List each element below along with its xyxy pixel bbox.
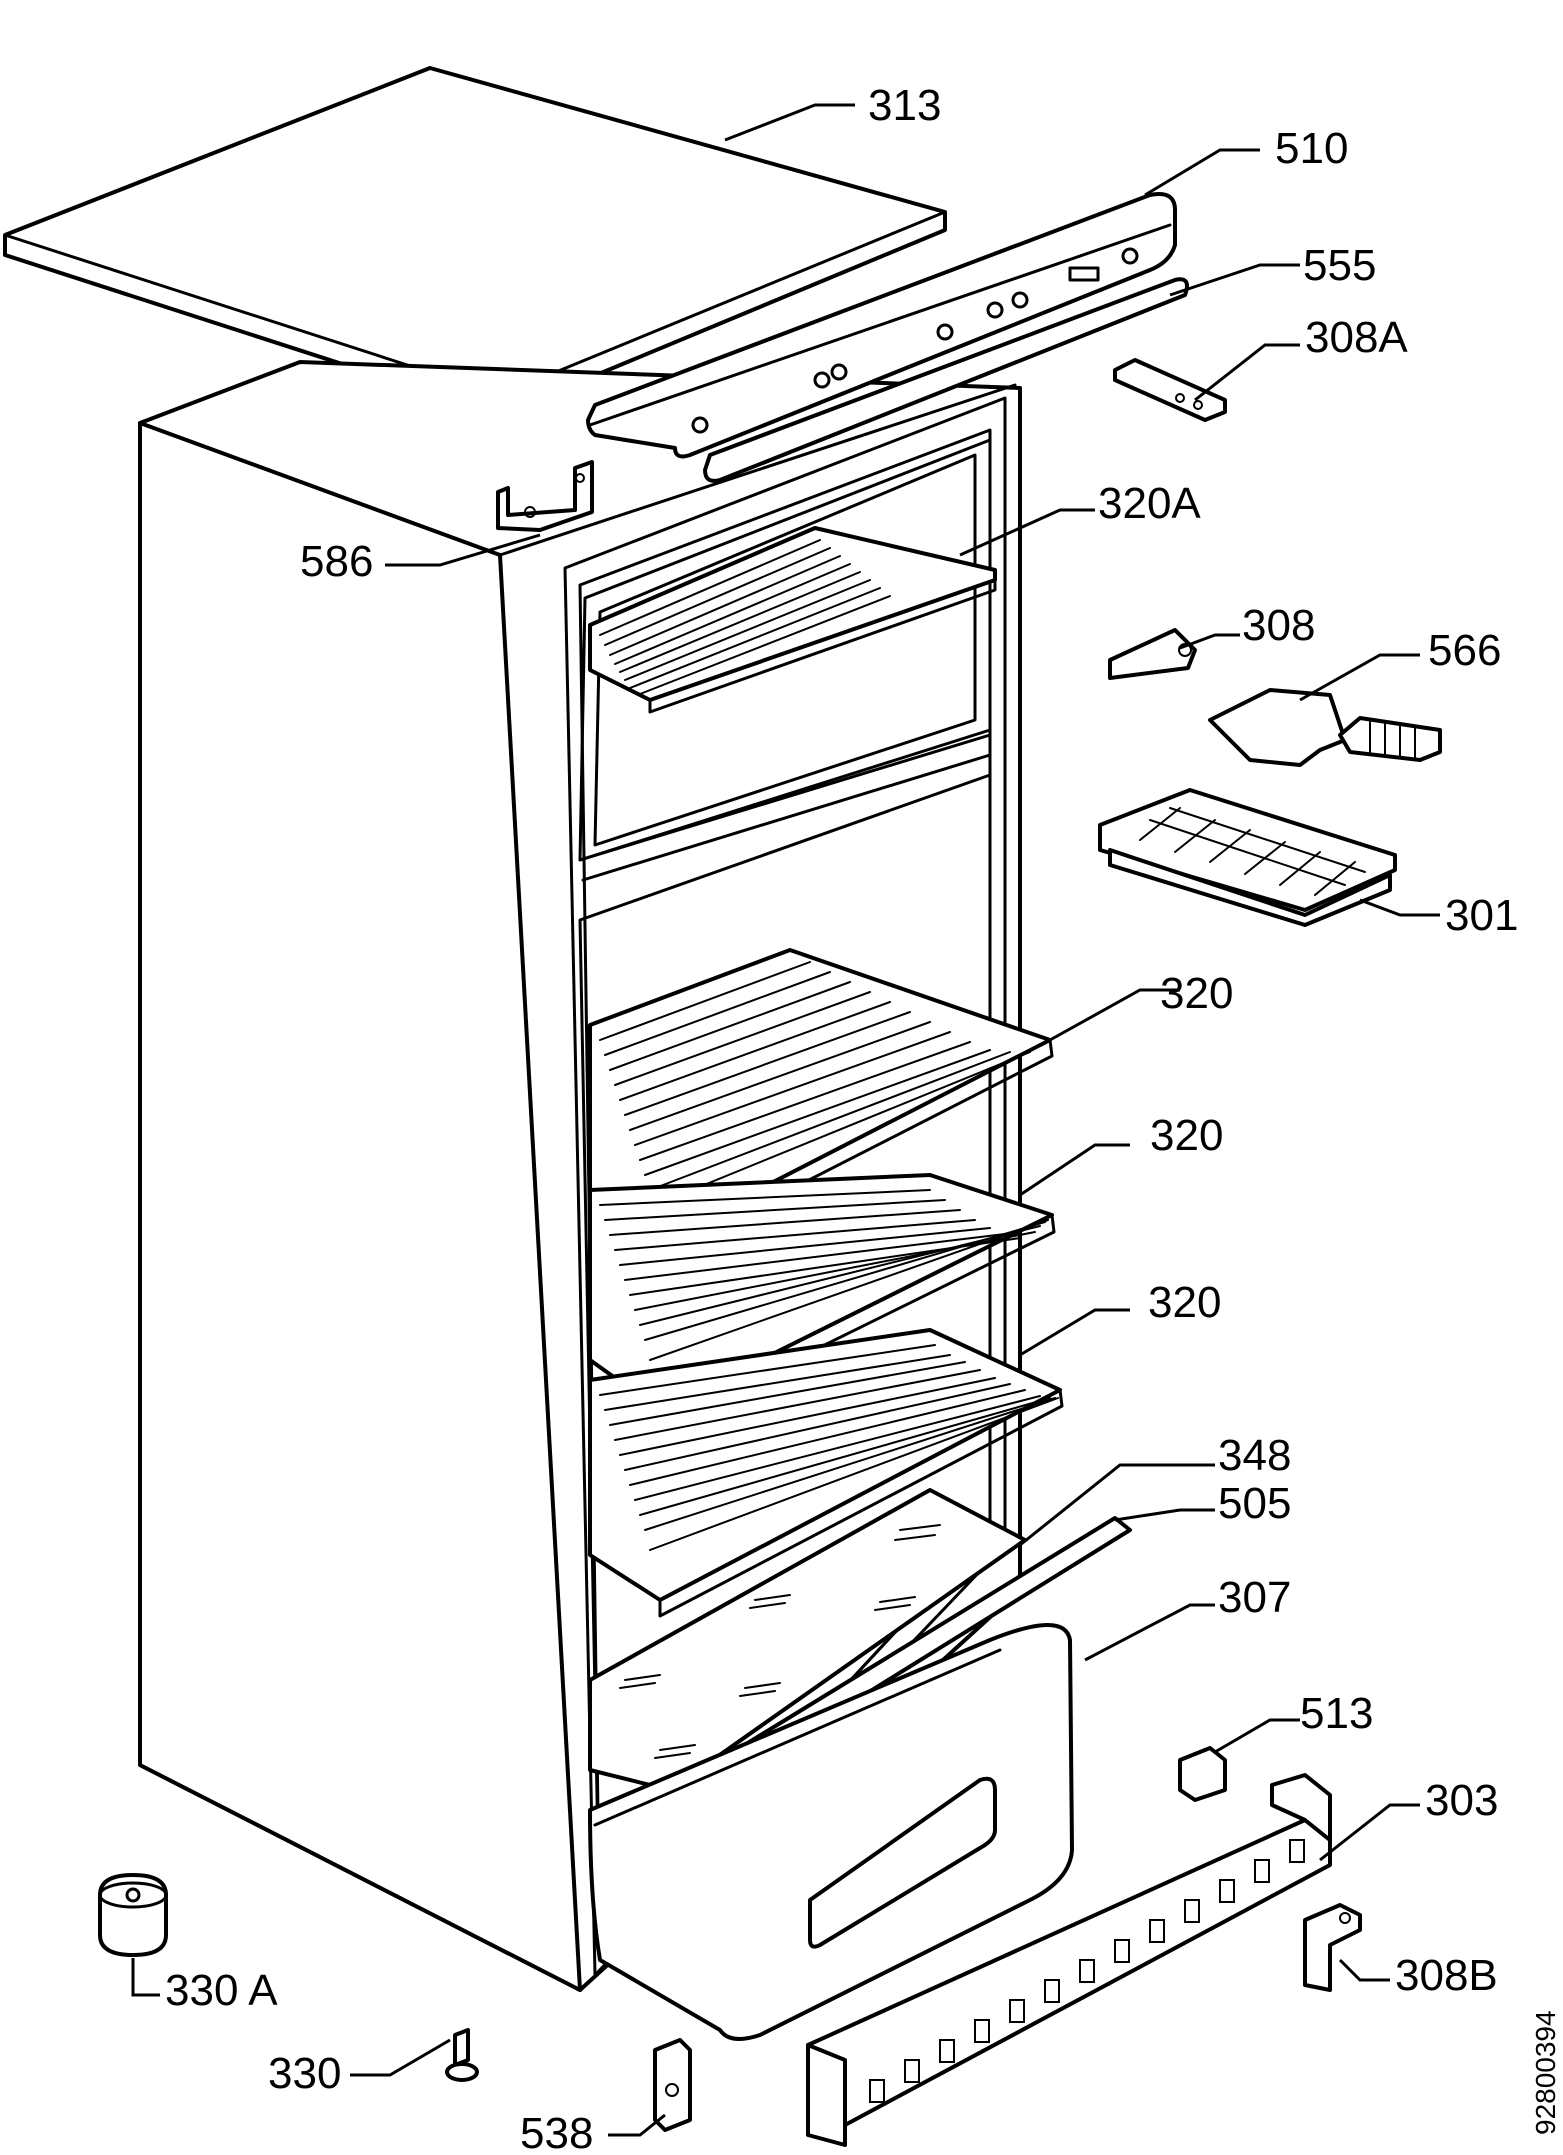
fridge-shelf-top xyxy=(588,948,1054,1258)
part-513 xyxy=(1178,1746,1227,1802)
crisper-glass-348 xyxy=(588,1488,1027,1792)
label-330a: 330 A xyxy=(165,1966,278,2015)
hinge-308 xyxy=(1108,628,1197,680)
crisper-drawer-307 xyxy=(588,1623,1074,2041)
trim-555 xyxy=(703,277,1189,483)
label-301: 301 xyxy=(1445,891,1518,940)
label-320-bottom: 320 xyxy=(1148,1278,1221,1327)
ice-scraper-566 xyxy=(1208,688,1442,767)
label-303: 303 xyxy=(1425,1776,1498,1825)
label-513: 513 xyxy=(1300,1689,1373,1738)
label-330: 330 xyxy=(268,2049,341,2098)
part-labels: 313 510 555 308A 586 320A 308 566 301 32… xyxy=(165,81,1561,2155)
label-308b: 308B xyxy=(1395,1951,1498,2000)
ice-tray-301 xyxy=(1098,788,1397,927)
plinth-303 xyxy=(806,1773,1332,2147)
screw-330 xyxy=(445,2028,479,2082)
label-313: 313 xyxy=(868,81,941,130)
label-307: 307 xyxy=(1218,1573,1291,1622)
label-348: 348 xyxy=(1218,1431,1291,1480)
label-538: 538 xyxy=(520,2109,593,2150)
hinge-308a xyxy=(1113,358,1227,422)
hinge-308b xyxy=(1303,1903,1362,1992)
bracket-538 xyxy=(653,2038,692,2132)
label-505: 505 xyxy=(1218,1479,1291,1528)
top-cover-313 xyxy=(3,66,947,417)
label-566: 566 xyxy=(1428,626,1501,675)
label-510: 510 xyxy=(1275,124,1348,173)
label-586: 586 xyxy=(300,537,373,586)
foot-330a xyxy=(98,1873,168,1957)
label-320a: 320A xyxy=(1098,479,1201,528)
freezer-shelf-320a xyxy=(588,526,997,714)
label-308a: 308A xyxy=(1305,313,1408,362)
control-panel-510 xyxy=(586,192,1177,459)
label-308: 308 xyxy=(1242,601,1315,650)
freezer-compartment xyxy=(578,438,992,882)
fridge-shelf-bottom xyxy=(588,1328,1064,1618)
bracket-586 xyxy=(496,460,594,532)
label-555: 555 xyxy=(1303,241,1376,290)
figure-code: 92800394 xyxy=(1530,2010,1561,2135)
label-320-top: 320 xyxy=(1160,969,1233,1018)
label-320-middle: 320 xyxy=(1150,1111,1223,1160)
leader-lines xyxy=(131,103,1440,2137)
